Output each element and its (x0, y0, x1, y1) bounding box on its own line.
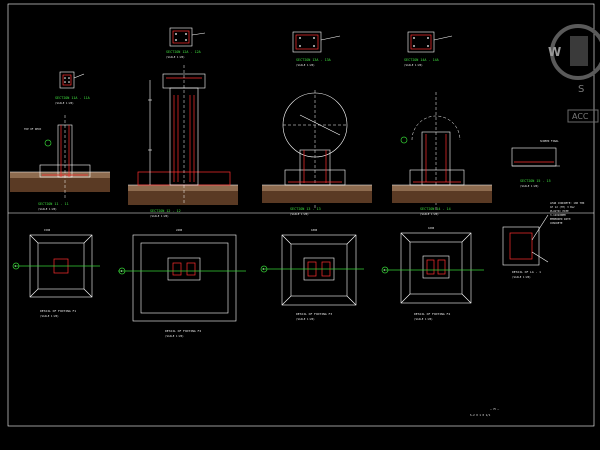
la1-note-6: CONCRETE (550, 221, 563, 225)
section-14a-scale: (SCALE 1:20) (404, 63, 423, 67)
dim-f3: 1800 (311, 228, 318, 232)
section-15-title: SECTION 15 - 15 (520, 179, 551, 183)
detail-la1-scale: (SCALE 1:20) (512, 275, 531, 279)
section-11a-scale: (SCALE 1:20) (55, 101, 74, 105)
title-block-line1: — M — (490, 407, 499, 411)
la1-note-3: PLASTIC PIPE (550, 209, 569, 213)
section-15-scale: (SCALE 1:20) (520, 184, 539, 188)
section-15-drawing: SCREED FINAL SECTION 15 - 15 (SCALE 1:20… (511, 139, 560, 188)
section-14-drawing: SECTION 14 - 14 (SCALE 1:20) (392, 92, 492, 216)
section-11a-detail: SECTION 11A - 11A (SCALE 1:20) (55, 71, 90, 105)
axis-label-3: 3 (263, 267, 265, 271)
section-11-drawing: TOP OF DECK SECTION 11 - 11 (SCALE 1:20) (10, 115, 110, 211)
section-13a-scale: (SCALE 1:20) (296, 63, 315, 67)
overlay-label: S (578, 84, 584, 95)
section-12-drawing: SECTION 12 - 12 (SCALE 1:20) (128, 65, 238, 218)
section-11-title: SECTION 11 - 11 (38, 202, 69, 206)
la1-note-2: 1E 12 (TH) 3 Bar (550, 205, 575, 209)
navigation-overlay[interactable]: W S ACC (548, 24, 600, 123)
section-12a-title: SECTION 12A - 12A (166, 50, 201, 54)
sheet-border (7, 3, 595, 427)
footing-f1-plan: 1 1500 DETAIL OF FOOTING F1 (SCALE 1:20) (12, 228, 100, 318)
footing-f1-title: DETAIL OF FOOTING F1 (40, 309, 76, 313)
section-13a-detail: SECTION 13A - 13A (SCALE 1:20) (292, 31, 341, 67)
footing-f2-scale: (SCALE 1:20) (165, 334, 184, 338)
section-12-title: SECTION 12 - 12 (150, 209, 181, 213)
top-of-deck-label: TOP OF DECK (24, 127, 42, 131)
axis-label-1: 1 (15, 264, 17, 268)
section-13-scale: (SCALE 1:20) (290, 212, 309, 216)
footing-f2-title: DETAIL OF FOOTING F2 (165, 329, 201, 333)
section-14-scale: (SCALE 1:20) (420, 212, 439, 216)
section-12a-detail: SECTION 12A - 12A (SCALE 1:20) (166, 27, 206, 59)
dim-f2: 2400 (176, 228, 183, 232)
section-11a-title: SECTION 11A - 11A (55, 96, 90, 100)
la1-note-4: 3-12X200MM (550, 213, 566, 217)
section-12-scale: (SCALE 1:20) (150, 214, 169, 218)
footing-f1-scale: (SCALE 1:20) (40, 314, 59, 318)
overlay-letter: W (548, 45, 561, 59)
section-11-scale: (SCALE 1:20) (38, 207, 57, 211)
section-13-drawing: SECTION 13 - 13 (SCALE 1:20) (262, 90, 372, 216)
footing-f2-plan: 2 2400 DETAIL OF FOOTING F2 (SCALE 1:20) (118, 228, 246, 338)
section-14-title: SECTION 14 - 14 (420, 207, 451, 211)
footing-f4-scale: (SCALE 1:20) (414, 317, 433, 321)
footing-f3-scale: (SCALE 1:20) (296, 317, 315, 321)
overlay-badge: ACC (572, 112, 589, 121)
detail-la1: LEAN CONCRETE: 100 THK 1E 12 (TH) 3 Bar … (502, 201, 585, 279)
title-block: — M — S-2 0 1 0 1/1 (470, 407, 499, 417)
section-13-title: SECTION 13 - 13 (290, 207, 321, 211)
section-14a-title: SECTION 14A - 14A (404, 58, 439, 62)
la1-note-5: EMBEDDED WITH (550, 217, 571, 221)
detail-la1-title: DETAIL OF LA - 1 (512, 270, 541, 274)
footing-f4-plan: 4 1600 DETAIL OF FOOTING F4 (SCALE 1:20) (381, 226, 484, 321)
title-block-line2: S-2 0 1 0 1/1 (470, 413, 491, 417)
dim-f4: 1600 (428, 226, 435, 230)
section-14a-detail: SECTION 14A - 14A (SCALE 1:20) (404, 31, 453, 67)
footing-f3-title: DETAIL OF FOOTING F3 (296, 312, 332, 316)
section-12a-scale: (SCALE 1:20) (166, 55, 185, 59)
la1-note-1: LEAN CONCRETE: 100 THK (550, 201, 585, 205)
dim-f1: 1500 (44, 228, 51, 232)
footing-f4-title: DETAIL OF FOOTING F4 (414, 312, 450, 316)
axis-label-2: 2 (121, 269, 123, 273)
screed-label: SCREED FINAL (540, 139, 559, 143)
axis-label-4: 4 (384, 268, 386, 272)
section-13a-title: SECTION 13A - 13A (296, 58, 331, 62)
footing-f3-plan: 3 1800 DETAIL OF FOOTING F3 (SCALE 1:20) (260, 228, 364, 321)
